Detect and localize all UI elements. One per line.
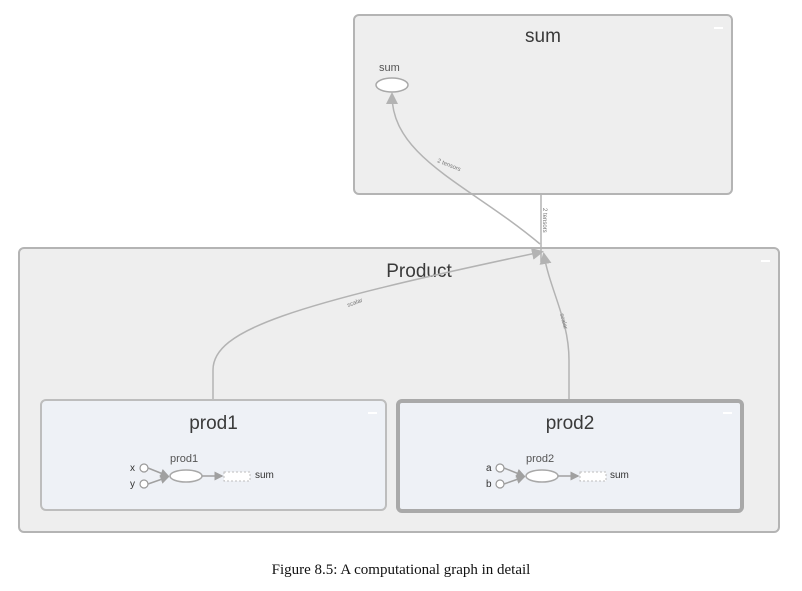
prod2-node[interactable]: [525, 469, 559, 483]
prod2-edge-a: [503, 467, 526, 478]
prod2-group-title: prod2: [545, 413, 595, 434]
prod2-node-label: prod2: [526, 453, 555, 465]
prod2-edge-b: [503, 475, 526, 485]
sum-node-label: sum: [379, 62, 400, 74]
edge-prod2-to-product: [539, 252, 570, 399]
prod1-input-y-node[interactable]: [139, 479, 149, 489]
prod2-input-b-label: b: [486, 479, 492, 490]
prod1-edge-x: [147, 467, 170, 478]
edge-label-scalar-prod2: scalar: [558, 313, 568, 330]
prod2-input-b-node[interactable]: [495, 479, 505, 489]
prod1-node-label: prod1: [170, 453, 199, 465]
prod1-input-y-label: y: [130, 479, 135, 490]
prod1-node[interactable]: [169, 469, 203, 483]
prod2-output-node[interactable]: [579, 471, 607, 482]
prod1-edge-y: [147, 475, 170, 485]
prod2-group-box[interactable]: prod2: [396, 399, 744, 513]
prod2-output-label: sum: [610, 470, 629, 481]
sum-group-box[interactable]: sum: [353, 14, 733, 195]
collapse-icon[interactable]: [368, 412, 377, 414]
prod1-group-box[interactable]: prod1: [40, 399, 387, 511]
collapse-icon[interactable]: [723, 412, 732, 414]
edge-label-scalar-prod1: scalar: [347, 298, 364, 309]
prod1-group-title: prod1: [189, 413, 238, 434]
prod1-input-x-node[interactable]: [139, 463, 149, 473]
collapse-icon[interactable]: [761, 260, 770, 262]
edge-product-to-sum: [386, 92, 541, 245]
prod1-output-node[interactable]: [223, 471, 251, 482]
edge-label-2-tensors-vertical: 2 tensors: [541, 208, 547, 233]
prod2-input-a-node[interactable]: [495, 463, 505, 473]
prod1-input-x-label: x: [130, 463, 135, 474]
prod2-input-a-label: a: [486, 463, 492, 474]
collapse-icon[interactable]: [714, 27, 723, 29]
prod1-output-label: sum: [255, 470, 274, 481]
sum-group-title: sum: [525, 26, 561, 47]
sum-node[interactable]: [375, 77, 409, 93]
figure-caption: Figure 8.5: A computational graph in det…: [271, 562, 531, 578]
edge-prod1-to-product: [212, 247, 544, 399]
product-group-title: Product: [386, 261, 452, 282]
